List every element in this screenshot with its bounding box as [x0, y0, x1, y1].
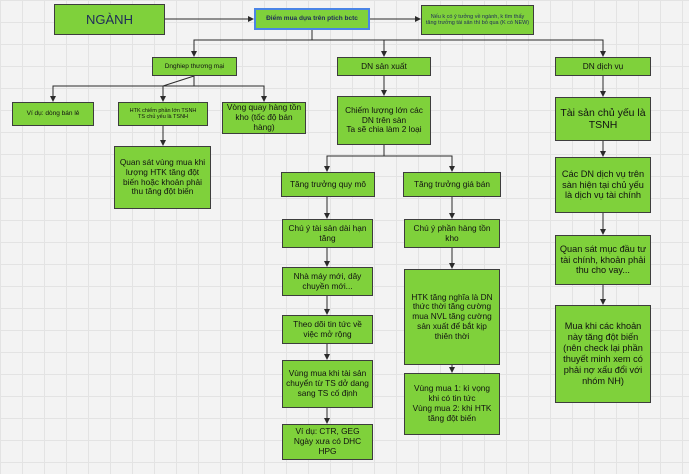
node-tt-quy-mo[interactable]: Tăng trưởng quy mô [281, 172, 375, 197]
node-neu-k[interactable]: Nếu k có ý tưởng về ngành, k tìm thấy tă… [421, 5, 534, 35]
link-thuong-mai-htk [160, 75, 195, 102]
node-cac-dn-dv[interactable]: Các DN dịch vụ trên sàn hiện tại chủ yếu… [555, 157, 651, 213]
node-tt-gia-ban[interactable]: Tăng trưởng giá bán [403, 172, 501, 197]
node-vong-quay[interactable]: Vòng quay hàng tồn kho (tốc độ bán hàng) [222, 102, 306, 134]
node-ts-tsnh[interactable]: Tài sản chủ yếu là TSNH [555, 97, 651, 141]
node-diem-mua[interactable]: Điểm mua dựa trên ptich bctc [254, 8, 370, 30]
link-chiem-luong-quy-mo [324, 145, 385, 172]
node-vidu-ctr[interactable]: Ví dụ: CTR, GEG Ngày xưa có DHC HPG [282, 424, 373, 460]
node-nganh[interactable]: NGÀNH [54, 4, 165, 35]
node-vung-mua-ts[interactable]: Vùng mua khi tài sản chuyển từ TS dở dan… [282, 360, 373, 408]
node-quan-sat-dt[interactable]: Quan sát mục đầu tư tài chính, khoản phả… [555, 235, 651, 285]
node-dich-vu[interactable]: DN dịch vụ [555, 57, 651, 76]
link-diem-mua-dich-vu [384, 39, 606, 57]
link-chiem-luong-gia-ban [384, 155, 455, 172]
node-chiem-luong[interactable]: Chiếm lượng lớn các DN trên sàn Ta sẽ ch… [337, 96, 431, 145]
node-htk-tang[interactable]: HTK tăng nghĩa là DN thức thời tăng cườn… [404, 269, 500, 365]
node-nha-may[interactable]: Nhà máy mới, dây chuyền mới... [282, 267, 373, 296]
node-quan-sat-htk[interactable]: Quan sát vùng mua khi lượng HTK tăng đột… [114, 146, 211, 209]
link-diem-mua-san-xuat [312, 39, 387, 57]
link-diem-mua-thuong-mai [191, 30, 313, 57]
node-thuong-mai[interactable]: Dnghiep thương mại [152, 57, 237, 76]
node-htk-tsnh[interactable]: HTK chiếm phần lớn TSNH TS chủ yếu là TS… [118, 102, 208, 126]
link-thuong-mai-vidu [50, 76, 195, 102]
node-vidu-ban-le[interactable]: Ví dụ: dòng bán lẻ [12, 102, 94, 126]
node-chu-y-htk[interactable]: Chú ý phần hàng tồn kho [404, 219, 500, 248]
node-san-xuat[interactable]: DN sản xuất [337, 57, 431, 76]
node-theo-doi[interactable]: Theo dõi tin tức về việc mở rộng [282, 315, 373, 344]
node-ts-dai-han[interactable]: Chú ý tài sản dài hạn tăng [282, 219, 373, 248]
node-mua-khi[interactable]: Mua khi các khoản này tăng đột biến (nên… [555, 305, 651, 403]
link-thuong-mai-vong-quay [193, 76, 267, 102]
node-vung-mua-12[interactable]: Vùng mua 1: kì vọng khi có tin tức Vùng … [404, 373, 500, 435]
